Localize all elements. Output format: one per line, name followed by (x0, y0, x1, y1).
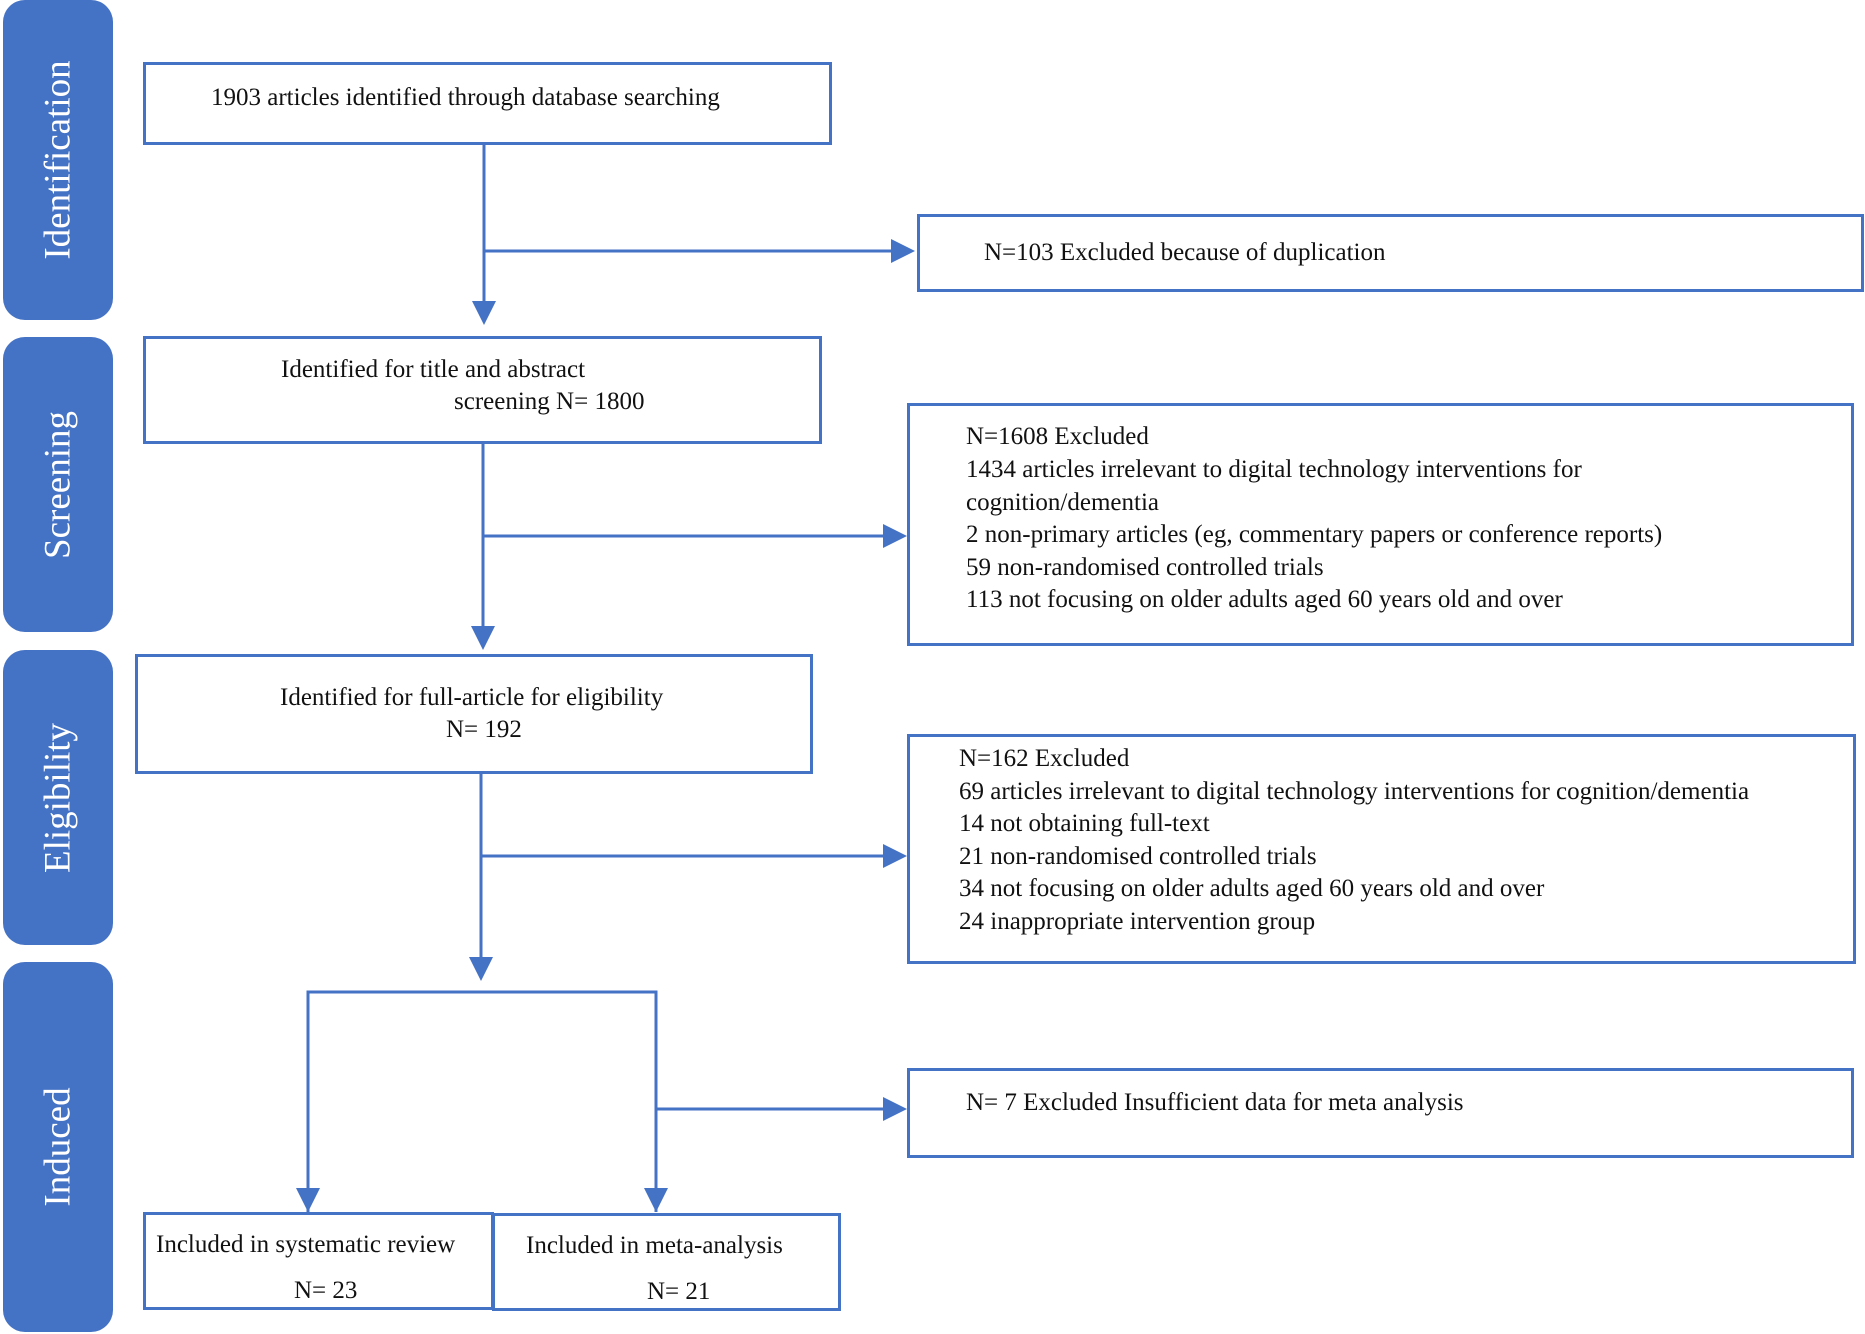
box-identified-articles: 1903 articles identified through databas… (143, 62, 832, 145)
box-excluded-duplication: N=103 Excluded because of duplication (917, 214, 1864, 292)
excluded-duplication-text: N=103 Excluded because of duplication (984, 239, 1386, 266)
meta-analysis-label: Included in meta-analysis (526, 1232, 783, 1259)
elig-excluded-line: 69 articles irrelevant to digital techno… (959, 778, 1750, 805)
stage-identification-bar: Identification (3, 0, 113, 320)
box-screening-excluded: N=1608 Excluded 1434 articles irrelevant… (907, 403, 1854, 646)
screen-excluded-header: N=1608 Excluded (966, 423, 1149, 450)
systematic-review-label: Included in systematic review (156, 1231, 456, 1258)
screen-excluded-line: 1434 articles irrelevant to digital tech… (966, 456, 1582, 483)
elig-excluded-line: 21 non-randomised controlled trials (959, 843, 1317, 870)
eligibility-text-line1: Identified for full-article for eligibil… (280, 684, 664, 711)
systematic-review-count: N= 23 (294, 1277, 358, 1304)
box-eligibility-excluded: N=162 Excluded 69 articles irrelevant to… (907, 734, 1856, 964)
elig-excluded-line: 14 not obtaining full-text (959, 810, 1210, 837)
meta-analysis-count: N= 21 (647, 1278, 711, 1305)
box-systematic-review: Included in systematic review N= 23 (143, 1212, 494, 1310)
box-eligibility: Identified for full-article for eligibil… (135, 654, 813, 774)
screen-excluded-line: 113 not focusing on older adults aged 60… (966, 586, 1563, 613)
identified-articles-text: 1903 articles identified through databas… (211, 84, 720, 111)
box-meta-excluded: N= 7 Excluded Insufficient data for meta… (907, 1068, 1854, 1158)
stage-induced-bar: Induced (3, 962, 113, 1332)
elig-excluded-header: N=162 Excluded (959, 745, 1130, 772)
box-meta-analysis: Included in meta-analysis N= 21 (492, 1213, 841, 1311)
meta-excluded-text: N= 7 Excluded Insufficient data for meta… (966, 1089, 1464, 1116)
elig-excluded-line: 24 inappropriate intervention group (959, 908, 1316, 935)
box-screening: Identified for title and abstract screen… (143, 336, 822, 444)
split-connector (306, 990, 658, 1212)
screen-excluded-line: 2 non-primary articles (eg, commentary p… (966, 521, 1663, 548)
screening-text-line2: screening N= 1800 (454, 388, 645, 415)
stage-eligibility-bar: Eligibility (3, 650, 113, 945)
elig-excluded-line: 34 not focusing on older adults aged 60 … (959, 875, 1545, 902)
screen-excluded-line: cognition/dementia (966, 489, 1160, 516)
stage-screening-bar: Screening (3, 337, 113, 632)
screen-excluded-line: 59 non-randomised controlled trials (966, 554, 1324, 581)
screening-text-line1: Identified for title and abstract (281, 356, 586, 383)
eligibility-text-line2: N= 192 (446, 716, 522, 743)
